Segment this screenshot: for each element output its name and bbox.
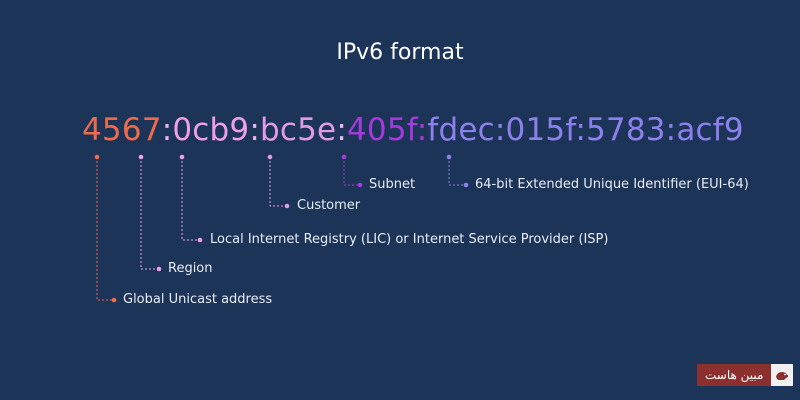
segment-region: 0cb9 [172, 112, 250, 148]
diagram-title: IPv6 format [336, 40, 464, 65]
connector-subnet [341, 154, 363, 188]
label-global: Global Unicast address [123, 292, 273, 307]
connector-eui [446, 154, 469, 188]
label-eui: 64-bit Extended Unique Identifier (EUI-6… [475, 177, 749, 192]
label-registry: Local Internet Registry (LIC) or Interne… [210, 232, 609, 247]
separator: : [336, 112, 347, 148]
connector-customer [267, 154, 290, 209]
hosting-logo-icon [771, 364, 794, 386]
label-region: Region [168, 261, 213, 276]
separator: : [161, 112, 173, 148]
label-subnet: Subnet [369, 177, 416, 192]
segment-interface-id: fdec:015f:5783:acf9 [427, 112, 744, 148]
segment-subnet: 405f [346, 112, 417, 148]
connector-registry [179, 154, 203, 243]
connector-region [138, 154, 162, 272]
separator: : [249, 112, 260, 148]
segment-global: 4567 [82, 112, 162, 148]
label-customer: Customer [297, 198, 361, 213]
watermark-text: مبین هاست [697, 364, 772, 386]
separator: : [416, 112, 428, 148]
segment-customer: bc5e [259, 112, 337, 148]
watermark: مبین هاست [697, 364, 800, 386]
ipv6-address: 4567:0cb9:bc5e:405f:fdec:015f:5783:acf9 [82, 112, 744, 148]
connector-global [94, 154, 117, 303]
